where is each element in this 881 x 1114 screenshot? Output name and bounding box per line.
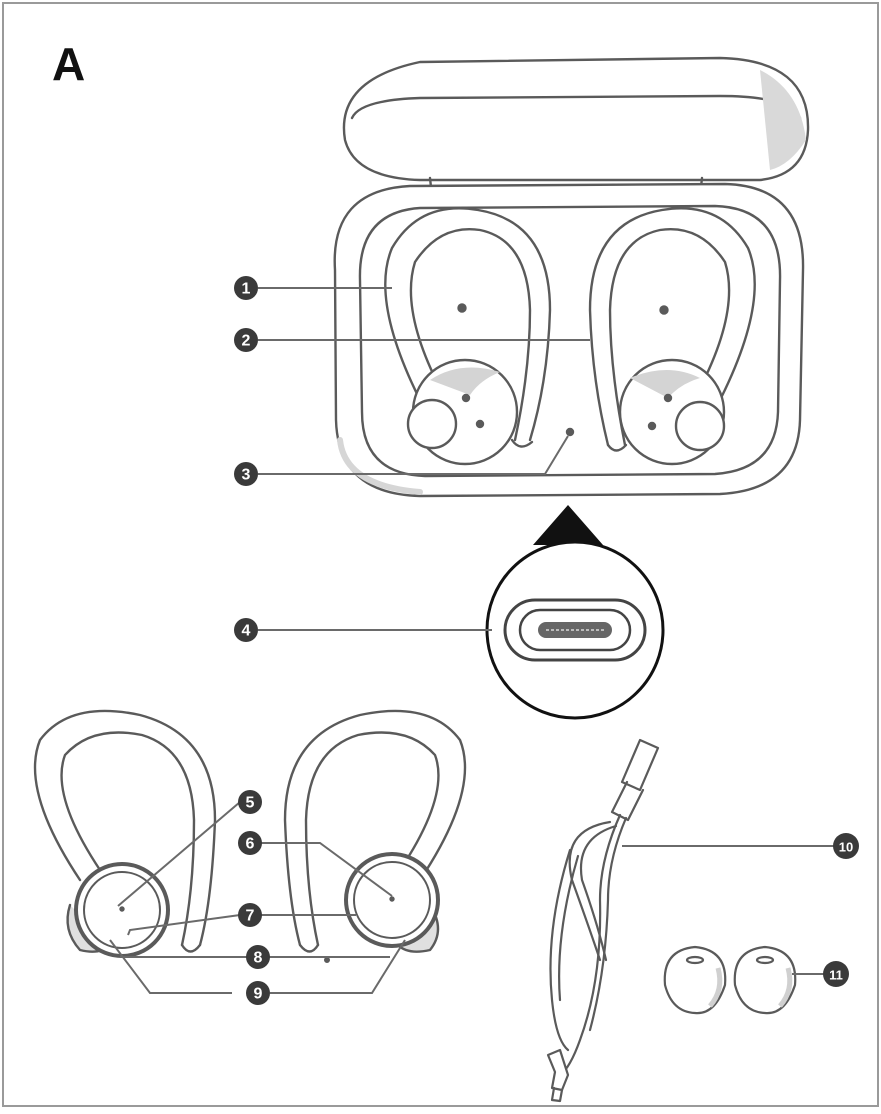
callout-badge [234, 328, 258, 352]
callout-6-right-earbud-touch-panel: 6 [238, 831, 262, 855]
callout-badge [234, 462, 258, 486]
leader-lines [109, 287, 835, 994]
case-left-earbud [384, 207, 552, 466]
callout-8-microphone: 8 [246, 945, 270, 969]
callout-2-right-ear-hook: 2 [234, 328, 258, 352]
callout-badge [238, 903, 262, 927]
charging-case [333, 56, 810, 498]
right-earbud [283, 709, 467, 964]
callout-number: 4 [242, 623, 251, 640]
callout-number: 2 [242, 333, 251, 350]
callout-badge [833, 833, 859, 859]
callout-badge [238, 790, 262, 814]
callout-number: 5 [246, 795, 255, 812]
callout-number: 8 [254, 950, 263, 967]
callout-number: 6 [246, 836, 255, 853]
callout-number: 11 [829, 968, 843, 983]
zoom-pointer [533, 505, 603, 545]
callout-number: 3 [242, 467, 251, 484]
callout-number: 7 [246, 908, 255, 925]
callout-9-charging-contacts: 9 [246, 981, 270, 1005]
callout-number: 9 [254, 986, 263, 1003]
earbuds-detail [33, 709, 467, 964]
callout-10-usb-cable: 10 [833, 833, 859, 859]
callout-number: 10 [839, 840, 853, 855]
case-led-dot [565, 427, 575, 437]
usb-c-zoom [485, 540, 665, 720]
callout-5-left-earbud-touch-panel: 5 [238, 790, 262, 814]
callout-badge [246, 945, 270, 969]
callout-badge [234, 618, 258, 642]
callout-number: 1 [242, 281, 251, 298]
ear-tips-drawing [663, 945, 797, 1015]
callout-7-earbud-led: 7 [238, 903, 262, 927]
callout-1-left-ear-hook: 1 [234, 276, 258, 300]
panel-label: A [52, 38, 85, 90]
callout-badge [238, 831, 262, 855]
usb-cable-drawing [546, 738, 660, 1103]
callout-badge [234, 276, 258, 300]
callout-11-ear-tips: 11 [823, 961, 849, 987]
callout-4-usb-c-port: 4 [234, 618, 258, 642]
case-right-earbud [588, 207, 756, 466]
callout-3-case-indicator-light: 3 [234, 462, 258, 486]
callout-badge [823, 961, 849, 987]
callout-badge [246, 981, 270, 1005]
case-lid [342, 56, 810, 198]
callout-badges: 1 2 3 4 5 6 7 8 9 10 11 [234, 276, 859, 1005]
